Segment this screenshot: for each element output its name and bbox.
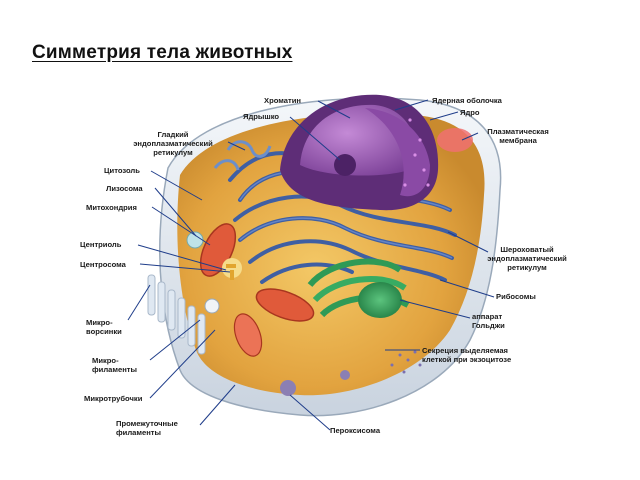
label-chromatin: Хроматин — [264, 96, 301, 105]
label-nuclear-envelope: Ядерная оболочка — [432, 96, 502, 105]
label-smooth-er: Гладкий эндоплазматический ретикулум — [118, 130, 228, 157]
label-microtubules: Микротрубочки — [84, 394, 143, 403]
label-lysosome: Лизосома — [106, 184, 143, 193]
label-intermediate-line1: Промежуточные — [116, 419, 178, 428]
label-plasma-membrane-line1: Плазматическая — [487, 127, 549, 136]
label-intermediate-line2: филаменты — [116, 428, 161, 437]
label-rough-er-line1: Шероховатый — [500, 245, 554, 254]
label-plasma-membrane-line2: мембрана — [499, 136, 537, 145]
label-microvilli-line2: ворсинки — [86, 327, 122, 336]
microvilli-shape — [147, 274, 206, 355]
label-secretion-line2: клеткой при экзоцитозе — [422, 355, 512, 364]
label-microfilaments-line1: Микро- — [92, 356, 119, 365]
label-centriole: Центриоль — [80, 240, 122, 249]
label-microfilaments-line2: филаменты — [92, 365, 137, 374]
centrosome-shape — [222, 258, 242, 280]
label-golgi-line2: Гольджи — [472, 321, 505, 330]
nucleus-shape — [280, 94, 439, 211]
label-nucleus: Ядро — [460, 108, 480, 117]
golgi-shape — [307, 258, 410, 318]
label-smooth-er-line1: Гладкий — [157, 130, 189, 139]
label-microvilli: Микро- ворсинки — [86, 318, 122, 336]
label-golgi-line1: аппарат — [472, 312, 503, 321]
label-secretion: Секреция выделяемая клеткой при экзоцито… — [422, 346, 511, 364]
label-smooth-er-line3: ретикулум — [153, 148, 193, 157]
slide-title: Симметрия тела животных — [32, 42, 293, 63]
label-mitochondrion: Митохондрия — [86, 203, 137, 212]
label-nucleolus: Ядрышко — [243, 112, 280, 121]
label-rough-er-line2: эндоплазматический — [487, 254, 567, 263]
label-golgi: аппарат Гольджи — [472, 312, 505, 330]
label-microfilaments: Микро- филаменты — [92, 356, 137, 374]
label-rough-er: Шероховатый эндоплазматический ретикулум — [482, 245, 572, 272]
label-intermediate-filaments: Промежуточные филаменты — [116, 419, 178, 437]
label-peroxisome: Пероксисома — [330, 426, 381, 435]
label-cytosol: Цитозоль — [104, 166, 140, 175]
label-smooth-er-line2: эндоплазматический — [133, 139, 213, 148]
smooth-er-shape — [213, 140, 272, 171]
label-microvilli-line1: Микро- — [86, 318, 113, 327]
leader-lines — [127, 99, 495, 431]
label-plasma-membrane: Плазматическая мембрана — [478, 127, 558, 145]
label-secretion-line1: Секреция выделяемая — [422, 346, 508, 355]
label-centrosome: Центросома — [80, 260, 126, 269]
label-rough-er-line3: ретикулум — [507, 263, 547, 272]
peroxisome-shape — [280, 380, 296, 396]
label-ribosomes: Рибосомы — [496, 292, 536, 301]
